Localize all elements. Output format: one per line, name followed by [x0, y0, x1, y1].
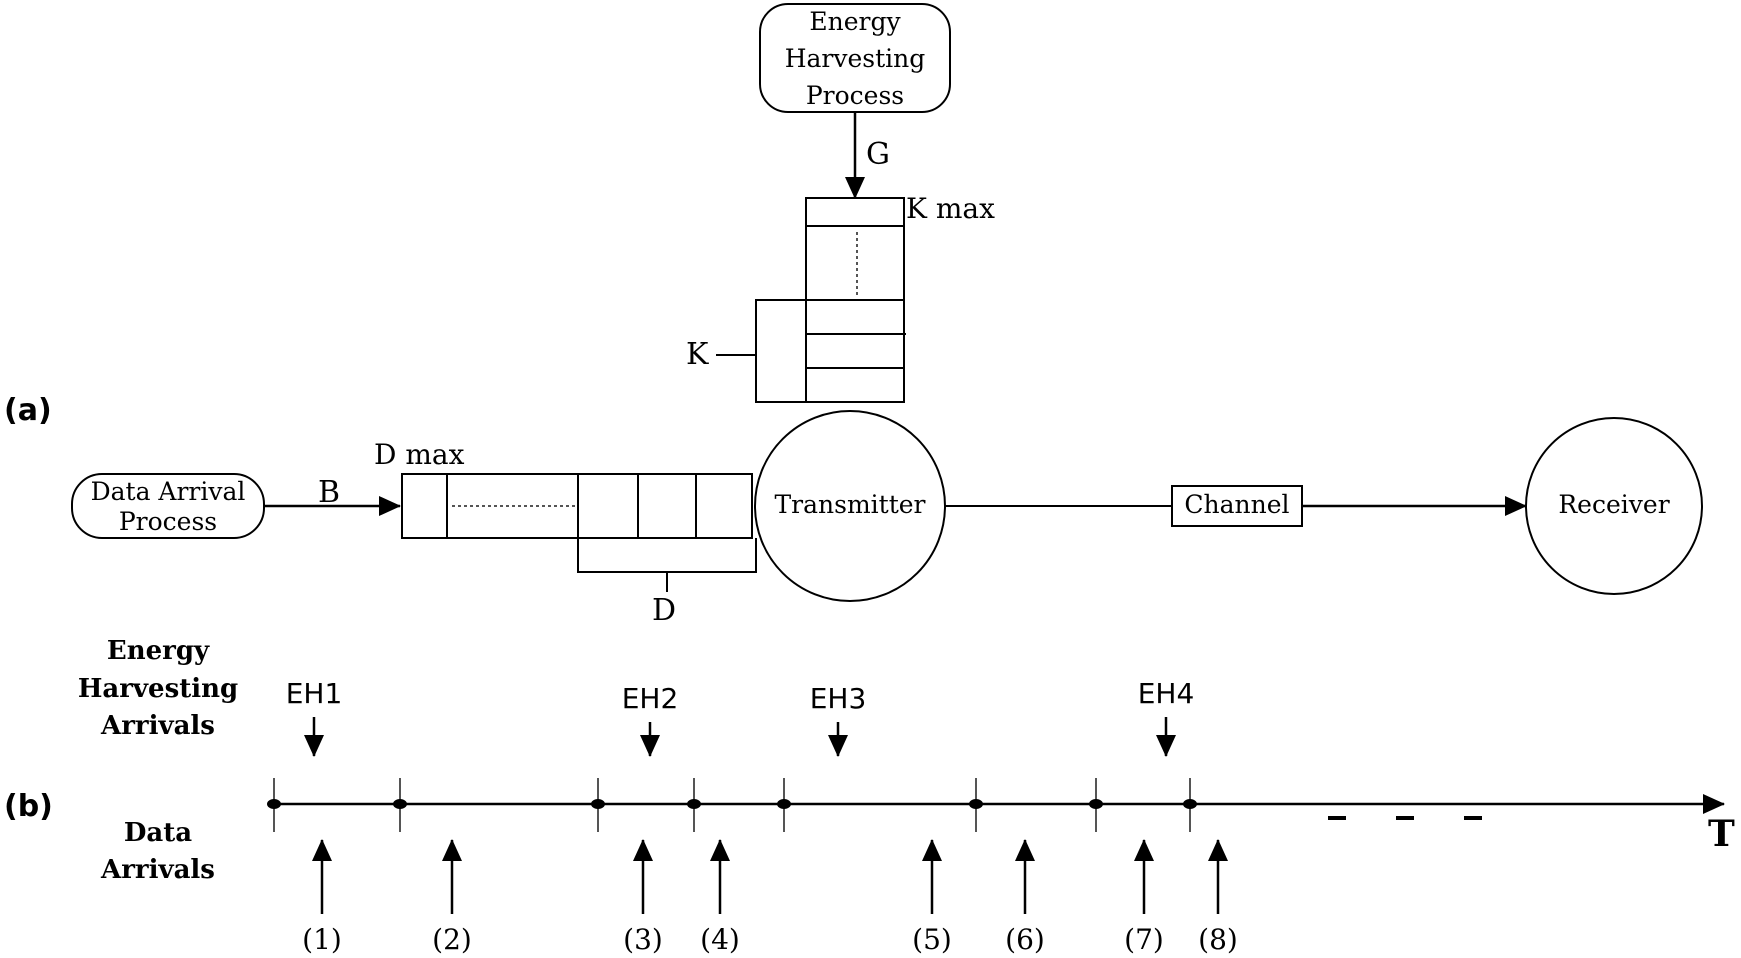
- eh-arrivals-heading: Energy Harvesting Arrivals: [78, 636, 238, 741]
- data-arrival-label: (5): [912, 923, 952, 956]
- eh-arrival-label: EH2: [622, 682, 679, 715]
- transmitter-node: Transmitter: [754, 410, 946, 602]
- eh-heading-line1: Energy: [107, 636, 210, 666]
- data-arrow-label: B: [318, 475, 340, 510]
- data-arrival-2: (2): [432, 839, 472, 956]
- data-process-line1: Data Arrival: [91, 477, 246, 506]
- data-arrival-5: (5): [912, 839, 952, 956]
- energy-arrow-label: G: [866, 137, 890, 172]
- data-arrivals-heading: Data Arrivals: [100, 818, 215, 885]
- data-arrival-markers: (1) (2) (3) (4) (5) (6) (7) (8): [302, 839, 1238, 956]
- slot-tick-6: [969, 778, 983, 832]
- data-arrival-3: (3): [623, 839, 663, 956]
- data-arrival-label: (2): [432, 923, 472, 956]
- data-arrival-6: (6): [1005, 839, 1045, 956]
- data-arrival-label: (1): [302, 923, 342, 956]
- data-heading-line2: Arrivals: [100, 855, 215, 885]
- panel-label-a: (a): [4, 393, 52, 428]
- buffer-max-label: D max: [374, 438, 465, 471]
- data-arrival-4: (4): [700, 839, 740, 956]
- eh-arrival-3: EH3: [810, 682, 867, 757]
- receiver-node: Receiver: [1525, 417, 1703, 595]
- transmitter-label: Transmitter: [774, 490, 925, 519]
- data-arrival-process-node: Data Arrival Process: [71, 473, 265, 539]
- eh-heading-line2: Harvesting: [78, 674, 238, 704]
- channel-node: Channel: [1171, 485, 1303, 527]
- data-arrival-7: (7): [1124, 839, 1164, 956]
- receiver-label: Receiver: [1558, 490, 1669, 519]
- slot-tick-8: [1183, 778, 1197, 832]
- data-arrival-label: (8): [1198, 923, 1238, 956]
- eh-arrival-2: EH2: [622, 682, 679, 757]
- data-arrival-label: (3): [623, 923, 663, 956]
- slot-tick-1: [267, 778, 281, 832]
- eh-heading-line3: Arrivals: [100, 711, 215, 741]
- time-axis-label: T: [1708, 813, 1735, 855]
- data-arrival-8: (8): [1198, 839, 1238, 956]
- data-arrival-label: (4): [700, 923, 740, 956]
- energy-process-line2: Harvesting: [785, 44, 926, 73]
- energy-process-line3: Process: [806, 81, 904, 110]
- battery-buffer: [755, 197, 906, 403]
- slot-ticks: [267, 778, 1197, 832]
- data-heading-line1: Data: [124, 818, 192, 848]
- battery-level-label: K: [686, 337, 709, 372]
- energy-process-line1: Energy: [809, 7, 901, 36]
- slot-tick-2: [393, 778, 407, 832]
- eh-arrival-label: EH3: [810, 682, 867, 715]
- eh-arrival-label: EH4: [1138, 677, 1195, 710]
- channel-label: Channel: [1184, 490, 1289, 519]
- data-process-line2: Process: [119, 507, 217, 536]
- slot-tick-7: [1089, 778, 1103, 832]
- data-arrival-label: (6): [1005, 923, 1045, 956]
- panel-label-b: (b): [4, 789, 53, 824]
- battery-max-label: K max: [906, 192, 995, 225]
- data-arrival-1: (1): [302, 839, 342, 956]
- data-arrival-label: (7): [1124, 923, 1164, 956]
- slot-tick-5: [777, 778, 791, 832]
- slot-tick-3: [591, 778, 605, 832]
- eh-arrival-label: EH1: [286, 677, 343, 710]
- energy-harvesting-process-node: Energy Harvesting Process: [759, 3, 951, 113]
- eh-arrival-4: EH4: [1138, 677, 1195, 757]
- slot-tick-4: [687, 778, 701, 832]
- buffer-level-label: D: [652, 593, 676, 628]
- data-buffer: [401, 473, 757, 592]
- eh-arrival-1: EH1: [286, 677, 343, 757]
- eh-arrival-markers: EH1 EH2 EH3 EH4: [286, 677, 1195, 757]
